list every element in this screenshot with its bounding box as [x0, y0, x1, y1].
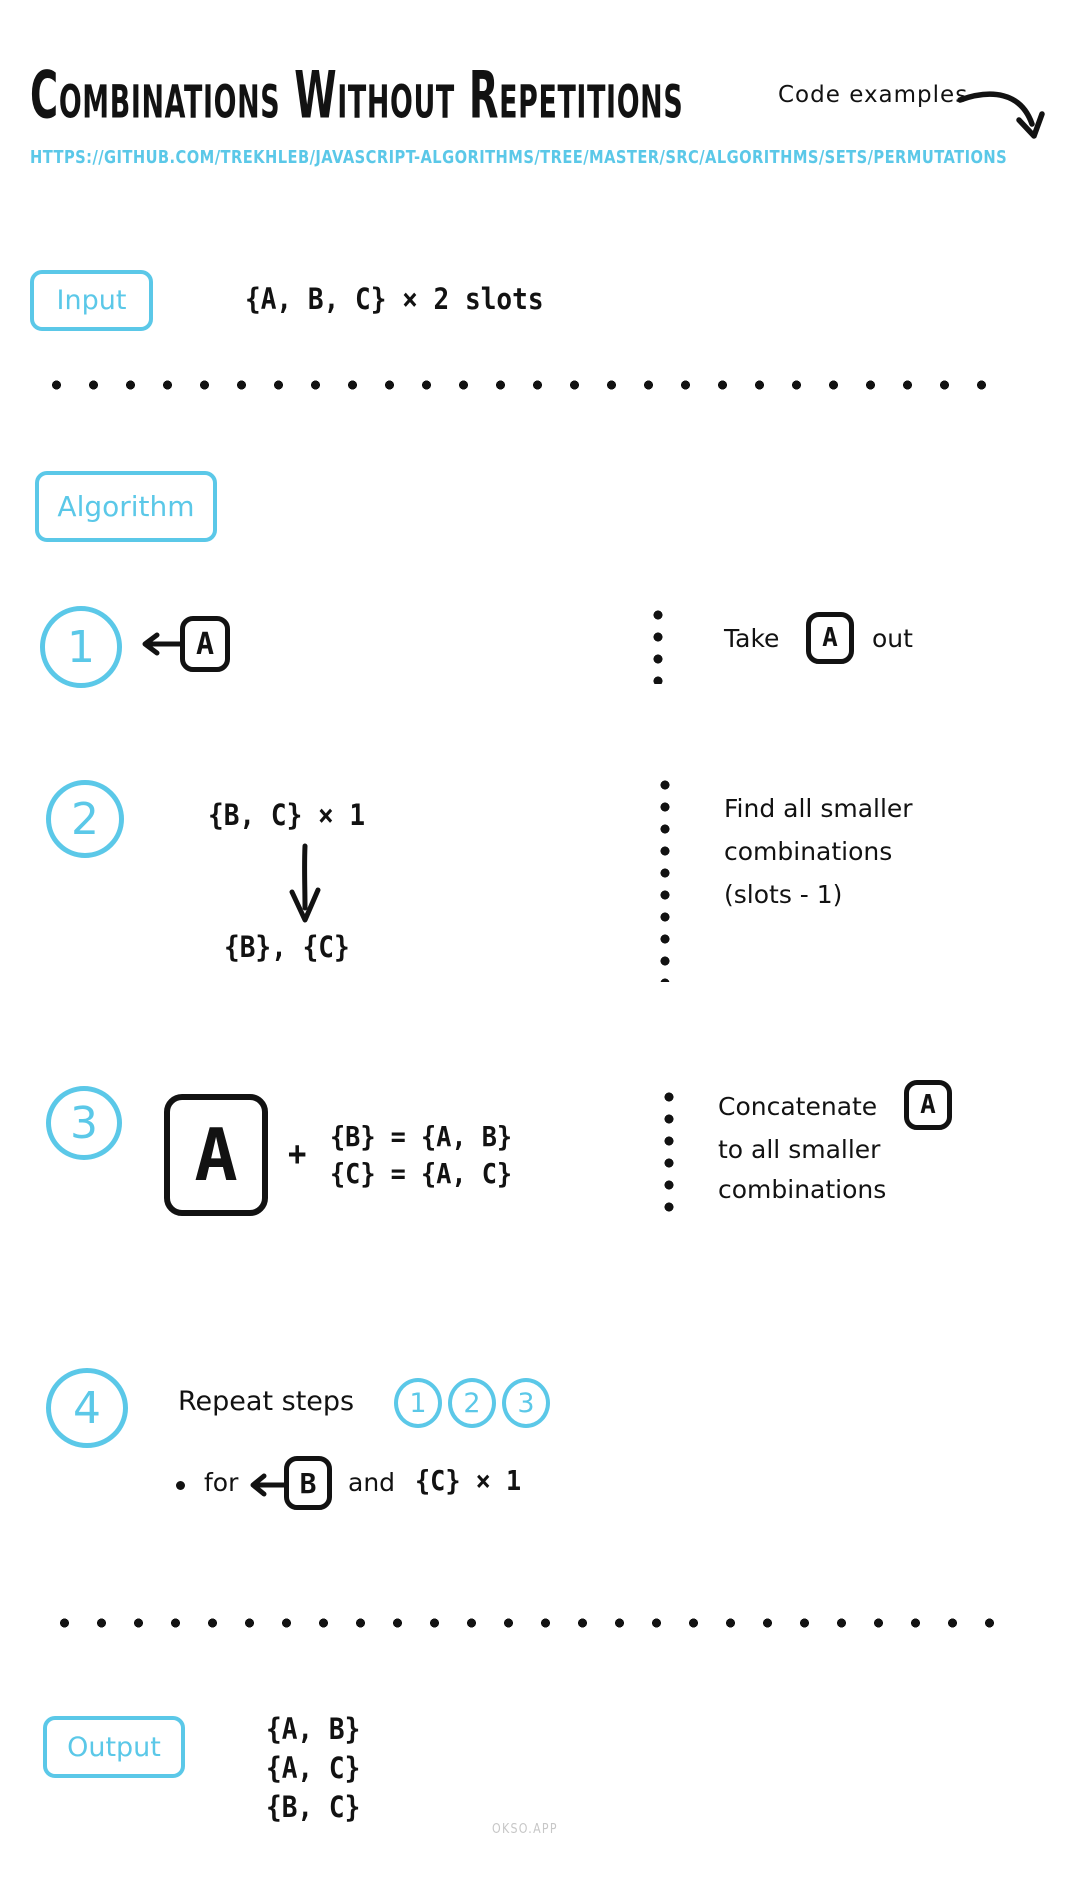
- left-arrow-icon: [142, 632, 186, 656]
- step-4-bullet-mid: and: [348, 1468, 396, 1497]
- step-4-bullet-dot: [176, 1481, 185, 1490]
- step-1-circle: 1: [40, 606, 122, 688]
- step-3-letter: A: [194, 1113, 238, 1197]
- input-label-box: Input: [30, 270, 153, 331]
- step-4-bullet-pre: for: [204, 1468, 239, 1497]
- step-4-label: Repeat steps: [178, 1386, 355, 1417]
- step-4-circle: 4: [46, 1368, 128, 1448]
- step-1-number: 1: [67, 621, 95, 673]
- input-value: {A, B, C} × 2 slots: [245, 282, 544, 316]
- step-4-repeat-circle-1: 1: [394, 1378, 442, 1428]
- repeat-number-3: 3: [517, 1387, 535, 1419]
- step-2-note-line2: combinations: [724, 837, 893, 866]
- step-2-number: 2: [71, 793, 99, 845]
- step-4-repeat-circle-2: 2: [448, 1378, 496, 1428]
- step-1-note-letter: A: [822, 623, 838, 653]
- dotted-divider-bottom: [46, 1618, 996, 1628]
- github-url: https://github.com/trekhleb/javascript-a…: [30, 148, 1008, 168]
- step-3-note-line3: combinations: [718, 1175, 887, 1204]
- step-2-circle: 2: [46, 780, 124, 858]
- algorithm-label-box: Algorithm: [35, 471, 217, 542]
- step-4-letter: B: [299, 1466, 317, 1500]
- step-2-note-line3: (slots - 1): [724, 880, 843, 909]
- step-3-note-line2: to all smaller: [718, 1135, 881, 1164]
- step-2-dotted-separator: [660, 774, 670, 982]
- output-value-3: {B, C}: [266, 1790, 361, 1824]
- step-4-repeat-circle-3: 3: [502, 1378, 550, 1428]
- step-3-equation-2: {C} = {A, C}: [330, 1157, 513, 1190]
- step-3-note-pre: Concatenate: [718, 1092, 878, 1121]
- algorithm-label: Algorithm: [57, 490, 195, 523]
- step-3-note-letter: A: [920, 1090, 936, 1120]
- code-examples-label: Code examples: [778, 82, 969, 108]
- output-value-2: {A, C}: [266, 1751, 361, 1785]
- okso-watermark: OKSO.APP: [492, 1822, 558, 1837]
- output-label-box: Output: [43, 1716, 185, 1778]
- dotted-divider-top: [38, 380, 996, 390]
- step-1-letter: A: [195, 626, 215, 662]
- step-3-letter-box: A: [164, 1094, 268, 1216]
- output-value-1: {A, B}: [266, 1712, 361, 1746]
- step-2-result: {B}, {C}: [224, 930, 350, 964]
- step-3-note-letter-box: A: [904, 1080, 952, 1130]
- step-4-letter-box: B: [284, 1456, 332, 1510]
- step-3-number: 3: [70, 1097, 98, 1149]
- output-label: Output: [67, 1731, 161, 1763]
- input-label: Input: [56, 285, 127, 316]
- repeat-number-2: 2: [463, 1387, 481, 1419]
- step-1-note-post: out: [872, 624, 913, 653]
- curved-arrow-icon: [957, 91, 1045, 139]
- page-title: Combinations Without Repetitions: [30, 58, 684, 134]
- step-2-note-line1: Find all smaller: [724, 794, 913, 823]
- step-2-expression: {B, C} × 1: [208, 798, 366, 832]
- step-3-equation-1: {B} = {A, B}: [330, 1120, 513, 1153]
- down-arrow-icon: [289, 843, 321, 923]
- step-4-bullet-expr: {C} × 1: [415, 1464, 522, 1497]
- step-1-dotted-separator: [653, 604, 663, 684]
- step-1-letter-box: A: [180, 616, 230, 672]
- step-4-number: 4: [73, 1382, 101, 1434]
- step-1-note-letter-box: A: [806, 612, 854, 664]
- repeat-number-1: 1: [409, 1387, 427, 1419]
- step-3-plus: +: [288, 1134, 307, 1174]
- step-1-note-pre: Take: [724, 624, 780, 653]
- step-3-dotted-separator: [664, 1086, 674, 1214]
- step-3-circle: 3: [46, 1086, 122, 1160]
